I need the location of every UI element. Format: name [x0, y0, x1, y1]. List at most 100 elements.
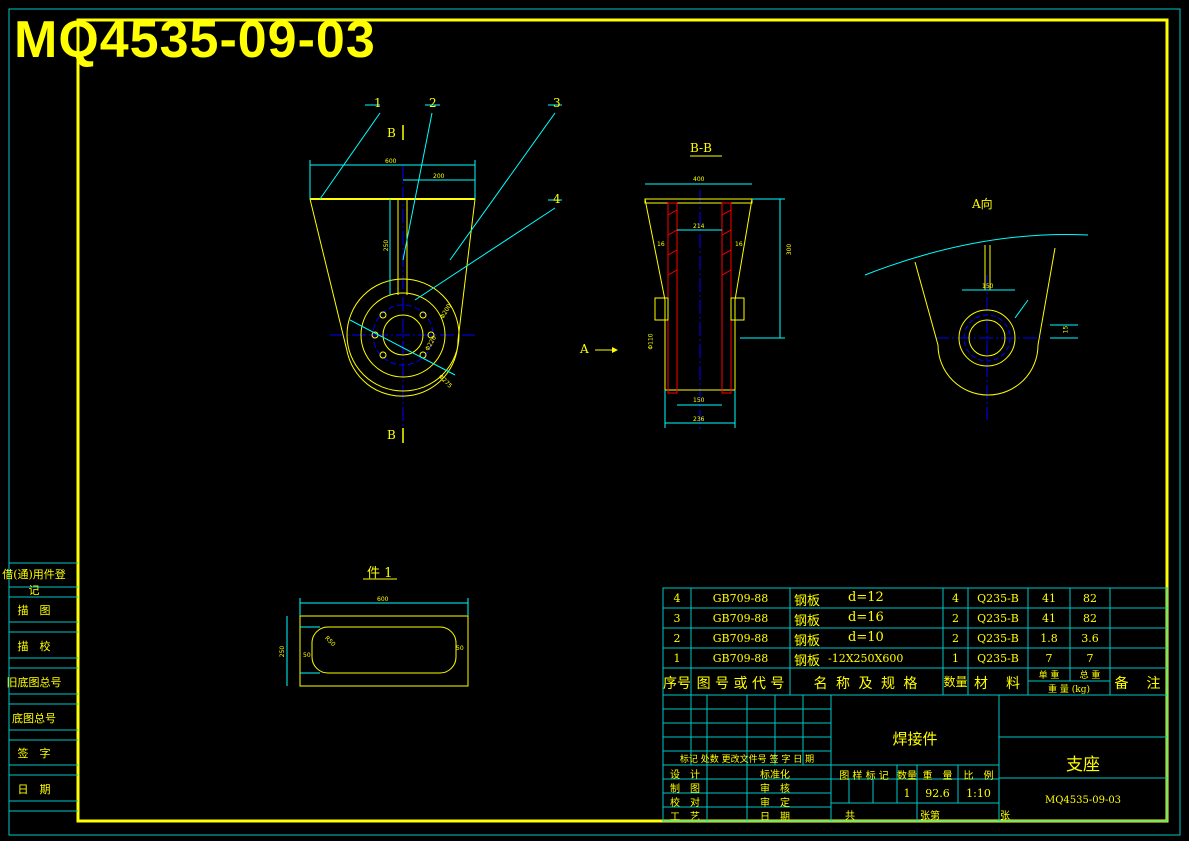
bom-unit-weight: 41 [1042, 592, 1056, 605]
side-label-1: 描 图 [17, 604, 51, 617]
bom-spec: d=10 [848, 630, 884, 645]
drawing-number-title: MQ4535-09-03 [14, 11, 376, 69]
bom-unit-weight: 41 [1042, 612, 1056, 625]
bom-header-seq: 序号 [663, 676, 691, 692]
design-label: 设 计 [670, 770, 700, 781]
sheet-label: 张 [1000, 811, 1010, 822]
bom-unit-weight: 7 [1045, 652, 1053, 665]
dim-main-right: 200 [433, 173, 445, 180]
part-1-label: 件 1 [367, 566, 393, 581]
qty-value: 1 [903, 787, 911, 800]
balloon-4: 4 [553, 192, 561, 206]
view-a-label: A向 [972, 197, 993, 211]
bom-name: 钢板 [794, 634, 821, 649]
side-label-5: 签 字 [17, 747, 51, 760]
bom-name: 钢板 [794, 614, 821, 629]
bom-code: GB709-88 [712, 632, 769, 645]
bom-header-total-weight: 总 重 [1079, 671, 1101, 681]
bom-code: GB709-88 [712, 652, 769, 665]
side-label-0: 借(通)用件登记 [2, 568, 66, 597]
bom-header-weight: 重 量 (kg) [1048, 685, 1090, 695]
dim-bb-left: 16 [657, 241, 665, 248]
side-label-4: 底图总号 [12, 712, 56, 725]
bom-qty: 2 [952, 632, 959, 645]
check-label: 校 对 [670, 798, 700, 809]
scale-header: 比 例 [963, 771, 994, 782]
dim-bb-bottom2: 236 [693, 416, 705, 423]
bom-qty: 1 [952, 652, 959, 665]
bom-total-weight: 82 [1083, 612, 1097, 625]
bom-table-grid [662, 587, 1168, 696]
dim-bb-bottom1: 150 [693, 397, 705, 404]
dim-bb-d1: Φ110 [647, 333, 655, 350]
scale-value: 1:10 [966, 787, 991, 800]
section-bb-view [595, 155, 785, 430]
bom-spec: -12X250X600 [828, 652, 904, 665]
bom-material: Q235-B [977, 592, 1019, 605]
bom-seq: 2 [673, 632, 681, 645]
dim-av-width: 150 [982, 283, 994, 290]
arrow-a-label: A [580, 342, 589, 356]
stage-header: 图 样 标 记 [839, 771, 889, 782]
part-name: 支座 [1066, 755, 1100, 775]
bom-header-remark: 备 注 [1114, 676, 1163, 692]
section-b-top-label: B [387, 126, 396, 140]
title-block-grid [662, 694, 1168, 822]
sheet-number-label: 张第 [920, 811, 940, 822]
weight-value: 92.6 [925, 787, 950, 800]
dim-p1-small: 50 [303, 652, 311, 659]
review-label: 审 核 [760, 784, 790, 795]
bom-header-code: 图 号 或 代 号 [696, 676, 785, 692]
bom-spec: d=16 [848, 610, 884, 625]
draw-label: 制 图 [670, 784, 700, 795]
dim-bb-width: 400 [693, 176, 705, 183]
revision-row-header: 标记 处数 更改文件号 签 字 日 期 [679, 755, 815, 765]
dim-p1-r: 50 [456, 645, 464, 652]
dim-p1-width: 600 [377, 596, 389, 603]
bom-header-material: 材 料 [974, 676, 1022, 692]
side-label-2: 描 校 [17, 640, 51, 653]
dim-main-height: 250 [383, 239, 391, 252]
dim-main-width: 600 [385, 158, 397, 165]
title-block-number: MQ4535-09-03 [1044, 795, 1122, 806]
bom-code: GB709-88 [712, 592, 769, 605]
bom-total-weight: 82 [1083, 592, 1097, 605]
drawing-border [76, 18, 1169, 823]
section-b-bottom-label: B [387, 428, 396, 442]
dim-bb-inner: 214 [693, 223, 705, 230]
balloon-2: 2 [429, 96, 437, 110]
bom-spec: d=12 [848, 590, 884, 605]
bom-total-weight: 3.6 [1081, 632, 1099, 645]
bom-seq: 4 [673, 592, 681, 605]
balloon-1: 1 [374, 96, 382, 110]
bom-code: GB709-88 [712, 612, 769, 625]
bom-header-qty: 数量 [943, 675, 968, 689]
side-registration-grid [9, 562, 78, 812]
weight-header: 重 量 [922, 771, 953, 782]
dim-av-side: 15 [1062, 325, 1070, 334]
balloon-3: 3 [553, 96, 561, 110]
bom-name: 钢板 [794, 654, 821, 669]
dim-p1-height: 250 [279, 645, 287, 658]
bom-header-unit-weight: 单 重 [1038, 671, 1060, 681]
weld-part-label: 焊接件 [892, 730, 938, 748]
bom-material: Q235-B [977, 612, 1019, 625]
side-label-3: 旧底图总号 [6, 676, 62, 689]
approve-label: 审 定 [760, 798, 790, 809]
standard-label: 标准化 [760, 770, 790, 781]
qty-header: 数量 [897, 771, 917, 782]
side-label-6: 日 期 [17, 783, 51, 796]
bom-header-name: 名 称 及 规 格 [813, 676, 920, 692]
front-view [309, 104, 562, 443]
dim-bb-height: 300 [786, 243, 794, 256]
bom-material: Q235-B [977, 652, 1019, 665]
total-sheets-label: 共 [845, 811, 855, 822]
bom-material: Q235-B [977, 632, 1019, 645]
bom-unit-weight: 1.8 [1040, 632, 1058, 645]
bom-name: 钢板 [794, 594, 821, 609]
section-bb-label: B-B [690, 141, 712, 155]
bom-qty: 2 [952, 612, 959, 625]
part-1-view [286, 578, 469, 687]
dim-bb-right: 16 [735, 241, 743, 248]
